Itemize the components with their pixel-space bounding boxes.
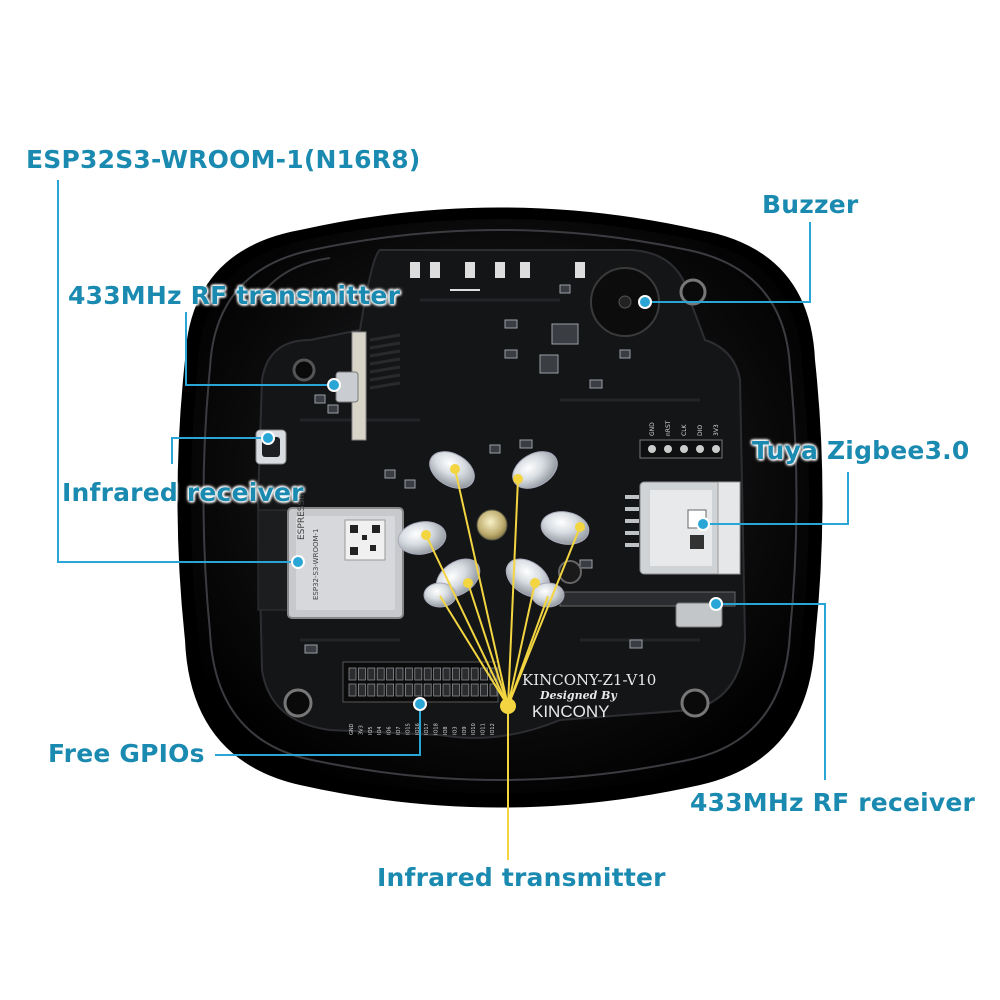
gpio-pin bbox=[395, 667, 404, 681]
gpio-pin-label: IO10 bbox=[471, 723, 477, 735]
gpio-pin bbox=[442, 683, 451, 697]
gpio-pin bbox=[451, 683, 460, 697]
gpio-pin bbox=[357, 667, 366, 681]
mount-hole bbox=[292, 358, 316, 382]
smd-components bbox=[304, 284, 643, 654]
gpio-pin bbox=[433, 667, 442, 681]
board-designed-by-text: Designed By bbox=[539, 689, 618, 702]
gpio-pin bbox=[461, 667, 470, 681]
gpio-pin bbox=[414, 667, 423, 681]
gpio-pin-label: IO18 bbox=[434, 723, 440, 735]
gpio-pin bbox=[367, 683, 376, 697]
rf-transmitter-component bbox=[335, 331, 401, 441]
debug-header bbox=[639, 439, 723, 459]
mount-hole bbox=[680, 688, 710, 718]
gpio-pin-label: IO11 bbox=[481, 723, 487, 735]
mount-hole bbox=[679, 278, 707, 306]
gpio-pin-label: IO3 bbox=[452, 726, 458, 735]
gpio-pin bbox=[470, 683, 479, 697]
leader-buzzer bbox=[645, 222, 811, 303]
header-pin-label: CLK bbox=[681, 423, 688, 436]
board-silkscreen: KINCONY-Z1-V10 Designed By KINCONY bbox=[522, 671, 656, 721]
gpio-pin-label: IO12 bbox=[490, 723, 496, 735]
gpio-pin bbox=[395, 683, 404, 697]
leader-ir-rx bbox=[171, 437, 268, 464]
label-buzzer: Buzzer bbox=[762, 190, 859, 219]
leader-gpio bbox=[215, 704, 421, 756]
label-infrared-receiver: Infrared receiver bbox=[62, 478, 304, 507]
gpio-pin-label: IO4 bbox=[377, 726, 383, 735]
gpio-pin-label: IO16 bbox=[415, 723, 421, 735]
gpio-pin bbox=[423, 683, 432, 697]
label-infrared-transmitter: Infrared transmitter bbox=[377, 863, 666, 892]
gpio-pin bbox=[442, 667, 451, 681]
ir-transmitter-leaders bbox=[425, 468, 581, 707]
leader-rf-tx bbox=[185, 312, 334, 386]
gpio-pin bbox=[423, 667, 432, 681]
gpio-pin bbox=[348, 683, 357, 697]
ir-led-cluster bbox=[397, 451, 590, 608]
header-pin-label: DIO bbox=[697, 425, 704, 436]
zigbee-module-component bbox=[625, 481, 741, 575]
gpio-pin bbox=[357, 683, 366, 697]
gpio-pin bbox=[480, 683, 489, 697]
gpio-pin bbox=[386, 667, 395, 681]
leader-lines bbox=[57, 180, 849, 780]
gpio-pin bbox=[386, 683, 395, 697]
board-brand-text: KINCONY bbox=[532, 702, 609, 721]
header-pin-label: GND bbox=[649, 422, 656, 436]
gpio-pin-label: IO8 bbox=[443, 726, 449, 735]
gpio-pin bbox=[414, 683, 423, 697]
gpio-pin bbox=[451, 667, 460, 681]
label-rf-receiver: 433MHz RF receiver bbox=[690, 788, 976, 817]
label-free-gpios: Free GPIOs bbox=[48, 739, 205, 768]
gpio-pin-label: IO15 bbox=[405, 723, 411, 735]
module-model-text: ESP32-S3-WROOM-1 bbox=[312, 529, 320, 600]
gpio-pin bbox=[348, 667, 357, 681]
gpio-pin bbox=[404, 667, 413, 681]
rf-receiver-component bbox=[559, 591, 736, 628]
mount-hole bbox=[283, 688, 313, 718]
leader-esp bbox=[57, 180, 298, 563]
gpio-pin bbox=[404, 683, 413, 697]
gpio-header-component bbox=[342, 661, 499, 703]
label-esp32-module: ESP32S3-WROOM-1(N16R8) bbox=[26, 145, 421, 174]
label-rf-transmitter: 433MHz RF transmitter bbox=[68, 281, 401, 310]
board-model-text: KINCONY-Z1-V10 bbox=[522, 671, 656, 689]
gpio-pin-label: IO9 bbox=[462, 726, 468, 735]
leader-rf-rx bbox=[716, 603, 826, 780]
gpio-pin bbox=[461, 683, 470, 697]
gpio-pin bbox=[376, 667, 385, 681]
center-led bbox=[476, 509, 508, 541]
label-zigbee: Tuya Zigbee3.0 bbox=[752, 436, 970, 465]
top-connector bbox=[410, 262, 585, 291]
gpio-pin bbox=[367, 667, 376, 681]
module-brand-text: ESPRESSIF bbox=[297, 492, 307, 540]
header-pin-label: nRST bbox=[665, 420, 672, 436]
gpio-pin-label: IO17 bbox=[424, 723, 430, 735]
leader-dots bbox=[261, 295, 723, 711]
ir-led bbox=[423, 582, 457, 608]
gpio-pin-label: IO7 bbox=[396, 726, 402, 735]
gpio-pin-label: 3V3 bbox=[358, 725, 364, 735]
leader-zigbee bbox=[703, 472, 849, 525]
gpio-pin bbox=[376, 683, 385, 697]
gpio-pin-label: GND bbox=[349, 723, 355, 735]
gpio-pin bbox=[433, 683, 442, 697]
header-pin-label: 3V3 bbox=[713, 424, 720, 436]
esp32-module-component: ESPRESSIF ESP32-S3-WROOM-1 bbox=[257, 492, 404, 619]
gpio-pin bbox=[470, 667, 479, 681]
gpio-pin-label: IO6 bbox=[387, 726, 393, 735]
gpio-pin-label: IO5 bbox=[368, 726, 374, 735]
